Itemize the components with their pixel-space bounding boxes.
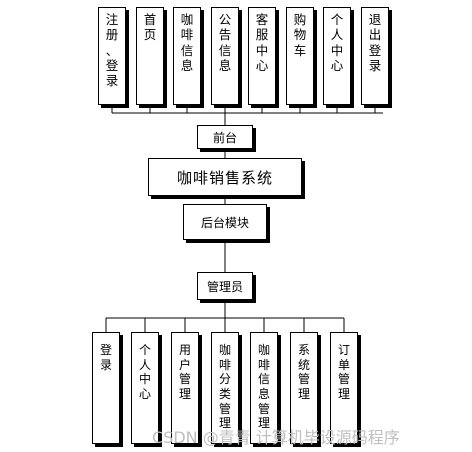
front-label: 前台 (212, 130, 237, 145)
admin-module-3: 咖啡分类管理 (211, 332, 239, 444)
front-module-label: 公告信息 (218, 12, 232, 73)
admin-label: 管理员 (206, 279, 243, 294)
admin-module-label: 咖啡信息管理 (257, 343, 270, 431)
front-module-label: 退出登录 (368, 12, 382, 73)
admin-module-label: 咖啡分类管理 (218, 343, 231, 431)
admin-module-label: 个人中心 (138, 343, 151, 401)
front-module-4: 客服中心 (248, 7, 276, 105)
admin-module-0: 登录 (92, 332, 120, 444)
front-module-label: 个人中心 (330, 12, 344, 73)
back-label: 后台模块 (200, 215, 249, 230)
system-title-node: 咖啡销售系统 (148, 158, 302, 196)
front-module-0: 注册、登录 (98, 7, 126, 105)
front-module-label: 咖啡信息 (180, 12, 194, 73)
front-module-label: 首页 (143, 12, 157, 43)
admin-module-2: 用户管理 (171, 332, 199, 444)
front-module-7: 退出登录 (361, 7, 389, 105)
admin-module-label: 登录 (99, 343, 112, 372)
admin-node: 管理员 (197, 272, 253, 300)
system-title: 咖啡销售系统 (176, 168, 273, 187)
admin-module-5: 系统管理 (290, 332, 318, 444)
admin-module-6: 订单管理 (330, 332, 358, 444)
front-module-2: 咖啡信息 (173, 7, 201, 105)
front-module-3: 公告信息 (211, 7, 239, 105)
admin-module-label: 系统管理 (297, 343, 310, 401)
front-module-5: 购物车 (286, 7, 314, 105)
front-node: 前台 (197, 125, 253, 149)
front-module-label: 注册、登录 (105, 12, 119, 88)
front-module-label: 购物车 (293, 12, 307, 58)
admin-module-4: 咖啡信息管理 (250, 332, 278, 444)
front-module-1: 首页 (136, 7, 164, 105)
admin-module-label: 订单管理 (337, 343, 350, 401)
front-module-6: 个人中心 (323, 7, 351, 105)
admin-module-label: 用户管理 (178, 343, 191, 401)
admin-module-1: 个人中心 (131, 332, 159, 444)
watermark: CSDN @青青 计算机毕设源码程序 (152, 428, 400, 447)
front-module-label: 客服中心 (255, 12, 269, 73)
back-module-node: 后台模块 (183, 204, 267, 240)
